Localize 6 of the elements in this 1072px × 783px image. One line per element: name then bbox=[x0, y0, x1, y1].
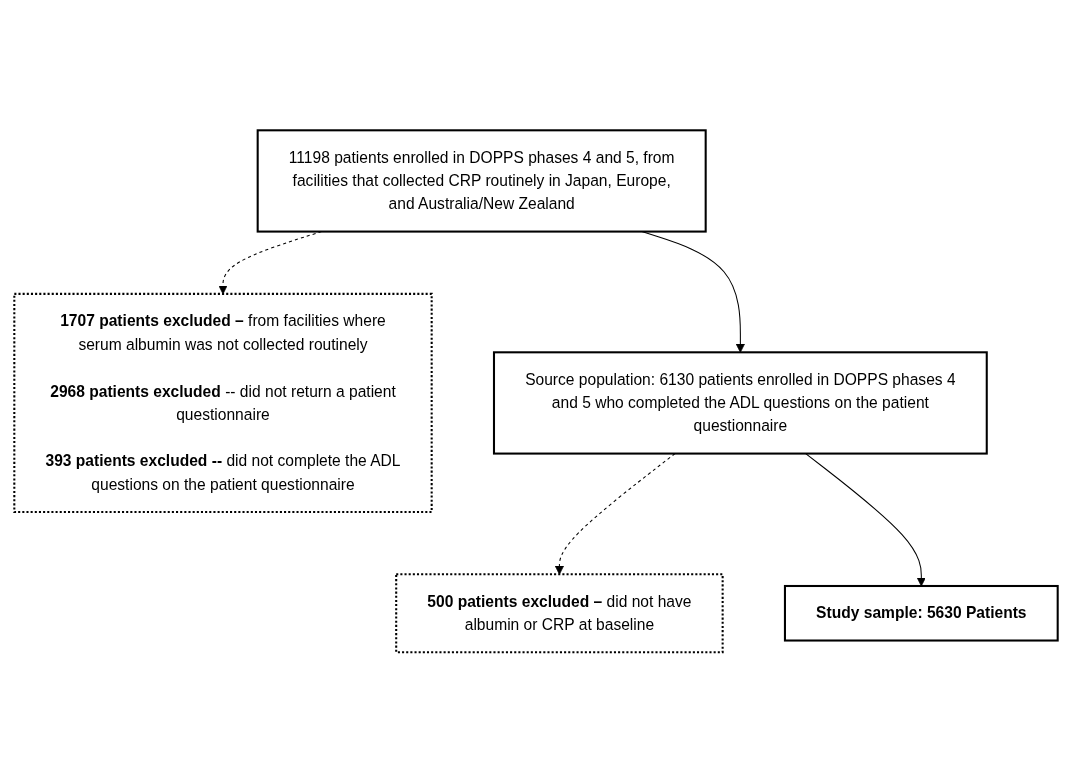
node-box: Study sample: 5630 Patients bbox=[783, 585, 1059, 642]
node-box: 500 patients excluded – did not have albumin or CRP at baseline bbox=[395, 573, 724, 654]
node-box: Source population: 6130 patients enrolled in DOPPS phases 4 and 5 who completed the ADL questions on the patient questionnaire bbox=[492, 351, 988, 455]
node-box: 1707 patients excluded – from facilities where serum albumin was not collected routinely 2968 patients excluded -- did not return a patient questionnaire 393 patients excluded -- did not complete the ADL questions on the patient questionnaire bbox=[13, 293, 433, 514]
node-box: 11198 patients enrolled in DOPPS phases 4 and 5, from facilities that collected CRP routinely in Japan, Europe, and Australia/New Zealand bbox=[256, 129, 707, 233]
arrow bbox=[805, 453, 926, 587]
